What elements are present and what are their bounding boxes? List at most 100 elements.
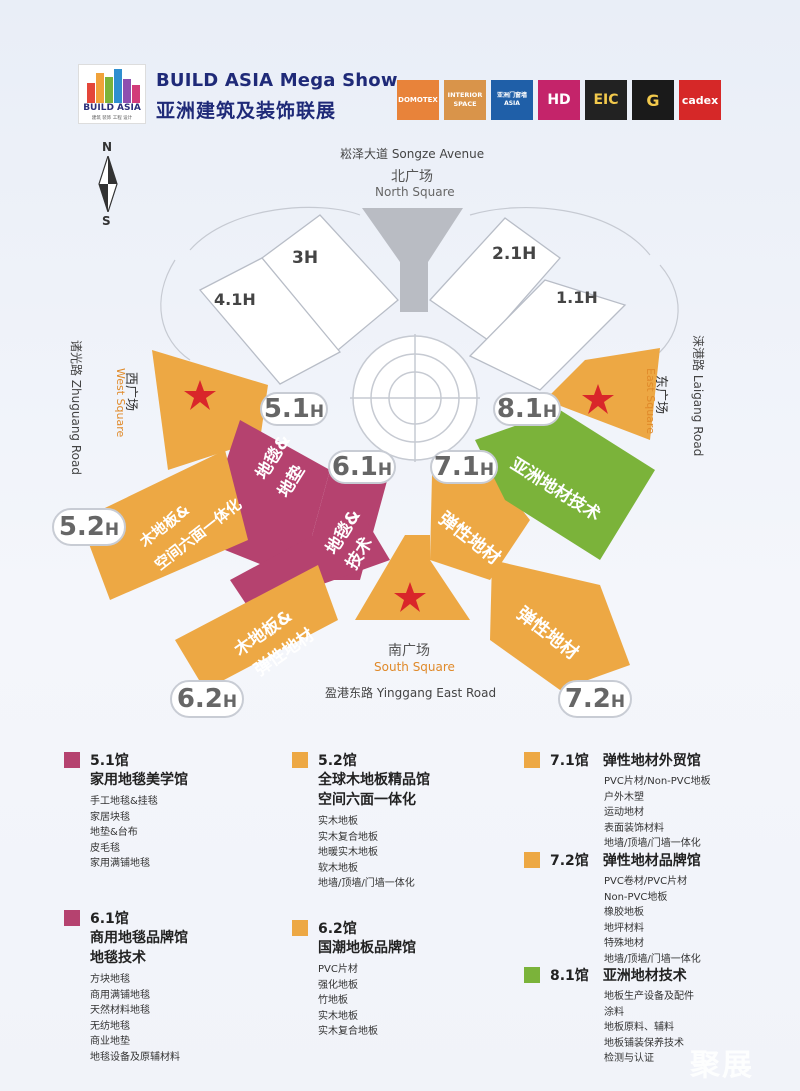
- list-item: 实木复合地板: [318, 831, 378, 843]
- central-plaza: [350, 334, 480, 462]
- south-star-icon: [394, 582, 426, 612]
- hall-41h-label: 4.1H: [214, 290, 256, 309]
- list-item: 手工地毯&挂毯: [90, 796, 158, 807]
- badge-71h: 7.1H: [430, 450, 498, 484]
- legend-name-72: 弹性地材品牌馆: [602, 853, 701, 869]
- list-item: 软木地板: [318, 862, 358, 874]
- brand-g: G: [632, 80, 674, 120]
- legend-71: 7.1馆弹性地材外贸馆 PVC片材/Non-PVC地板 户外木塑 运动地材 表面…: [524, 750, 711, 852]
- legend-name-61: 商用地毯品牌馆: [90, 930, 188, 946]
- hall-62-zone: [175, 565, 338, 690]
- brand-cadex: cadex: [679, 80, 721, 120]
- legend-items-61: 方块地毯 商用满铺地毯 天然材料地毯 无纺地毯 商业地垫 地毯设备及原辅材料: [90, 972, 188, 1065]
- legend-62: 6.2馆 国潮地板品牌馆 PVC片材 强化地板 竹地板 实木地板 实木复合地板: [292, 918, 416, 1040]
- brand-eic: EIC: [585, 80, 627, 120]
- legend-items-52: 实木地板 实木复合地板 地暖实木地板 软木地板 地墙/顶墙/门墙一体化: [318, 814, 430, 892]
- list-item: 特殊地材: [604, 938, 644, 949]
- south-square-shape: [355, 535, 470, 620]
- badge-81h: 8.1H: [493, 392, 561, 426]
- list-item: 地板铺装保养技术: [604, 1037, 684, 1049]
- road-north: 崧泽大道 Songze Avenue: [340, 147, 485, 161]
- hall-21h-label: 2.1H: [492, 244, 537, 264]
- title-english: BUILD ASIA Mega Show: [156, 70, 398, 91]
- list-item: 运动地材: [604, 807, 644, 818]
- list-item: PVC片材: [318, 964, 358, 975]
- build-asia-logo: BUILD ASIA 建筑 装饰 工程 设计: [78, 64, 146, 124]
- list-item: 皮毛毯: [90, 842, 120, 854]
- list-item: 地墙/顶墙/门墙一体化: [318, 878, 415, 889]
- list-item: PVC片材/Non-PVC地板: [604, 776, 711, 787]
- list-item: 竹地板: [318, 995, 348, 1006]
- east-star-icon: [582, 384, 614, 414]
- logo-graphic: [85, 69, 140, 103]
- legend-swatch-52: [292, 752, 308, 768]
- list-item: 实木复合地板: [318, 1026, 378, 1037]
- list-item: 地墙/顶墙/门墙一体化: [604, 838, 701, 849]
- legend-name-81: 亚洲地材技术: [602, 968, 687, 984]
- west-star-icon: [184, 380, 216, 410]
- legend-51: 5.1馆 家用地毯美学馆 手工地毯&挂毯 家居块毯 地垫&台布 皮毛毯 家用满铺…: [64, 750, 188, 872]
- list-item: 地坪材料: [604, 922, 644, 934]
- north-square-cn: 北广场: [391, 169, 433, 185]
- hall-61-zone: [230, 510, 390, 610]
- legend-swatch-81: [524, 967, 540, 983]
- list-item: 无纺地毯: [90, 1020, 130, 1032]
- list-item: 表面装饰材料: [604, 822, 664, 834]
- brand-asia-door-window: 亚洲门窗墙 ASIA: [491, 80, 533, 120]
- list-item: 天然材料地毯: [90, 1005, 150, 1016]
- south-square-en: South Square: [374, 660, 455, 674]
- list-item: 家用满铺地毯: [90, 858, 150, 869]
- list-item: 橡胶地板: [604, 907, 644, 918]
- legend-name-71: 弹性地材外贸馆: [602, 753, 701, 769]
- legend-swatch-72: [524, 852, 540, 868]
- legend-items-71: PVC片材/Non-PVC地板 户外木塑 运动地材 表面装饰材料 地墙/顶墙/门…: [604, 774, 711, 852]
- list-item: 户外木塑: [604, 791, 644, 803]
- list-item: 涂料: [604, 1006, 624, 1018]
- list-item: 强化地板: [318, 979, 358, 991]
- compass-north-label: N: [102, 140, 113, 154]
- hall-11h-label: 1.1H: [556, 288, 598, 307]
- badge-61h: 6.1H: [328, 450, 396, 484]
- east-square-shape: [545, 348, 660, 440]
- list-item: 实木地板: [318, 1010, 358, 1022]
- legend-81: 8.1馆亚洲地材技术 地板生产设备及配件 涂料 地板原料、辅料 地板铺装保养技术…: [524, 965, 694, 1067]
- compass-south-label: S: [102, 214, 111, 228]
- legend-swatch-62: [292, 920, 308, 936]
- south-square-cn: 南广场: [388, 643, 430, 659]
- list-item: PVC卷材/PVC片材: [604, 876, 688, 887]
- legend-hall-72: 7.2馆: [550, 853, 589, 869]
- hall-11h-shape: [468, 279, 627, 391]
- legend-hall-81: 8.1馆: [550, 968, 589, 984]
- road-south: 盈港东路 Yinggang East Road: [325, 686, 497, 700]
- hall-72-zone: [490, 560, 630, 690]
- west-square-en: West Square: [114, 368, 127, 438]
- list-item: 地墙/顶墙/门墙一体化: [604, 953, 701, 965]
- north-square-funnel: [362, 208, 463, 312]
- venue-map: [80, 206, 679, 690]
- list-item: 商业地垫: [90, 1036, 130, 1047]
- hall-52-zone: [80, 450, 248, 600]
- legend-name-61b: 地毯技术: [90, 950, 146, 966]
- legend-72: 7.2馆弹性地材品牌馆 PVC卷材/PVC片材 Non-PVC地板 橡胶地板 地…: [524, 850, 701, 967]
- east-square-en: East Square: [644, 368, 657, 434]
- legend-name-52: 全球木地板精品馆: [318, 772, 430, 788]
- compass: N S: [93, 140, 123, 230]
- legend-swatch-71: [524, 752, 540, 768]
- compass-arrow-icon: [98, 156, 118, 212]
- badge-51h: 5.1H: [260, 392, 328, 426]
- legend-name-51: 家用地毯美学馆: [90, 772, 188, 788]
- title-chinese: 亚洲建筑及装饰联展: [156, 100, 337, 122]
- badge-72h: 7.2H: [558, 680, 632, 718]
- legend-hall-51: 5.1馆: [90, 753, 129, 769]
- legend-61: 6.1馆 商用地毯品牌馆 地毯技术 方块地毯 商用满铺地毯 天然材料地毯 无纺地…: [64, 908, 188, 1065]
- hall-21h-shape: [429, 217, 561, 341]
- legend-hall-61: 6.1馆: [90, 911, 129, 927]
- logo-subtext: 建筑 装饰 工程 设计: [91, 116, 133, 121]
- header: BUILD ASIA 建筑 装饰 工程 设计 BUILD ASIA Mega S…: [0, 0, 800, 130]
- badge-52h: 5.2H: [52, 508, 126, 546]
- list-item: 检测与认证: [604, 1053, 654, 1064]
- legend-52: 5.2馆 全球木地板精品馆 空间六面一体化 实木地板 实木复合地板 地暖实木地板…: [292, 750, 430, 892]
- list-item: Non-PVC地板: [604, 891, 668, 903]
- hall-41h-shape: [198, 257, 342, 385]
- legend-items-81: 地板生产设备及配件 涂料 地板原料、辅料 地板铺装保养技术 检测与认证: [604, 989, 694, 1067]
